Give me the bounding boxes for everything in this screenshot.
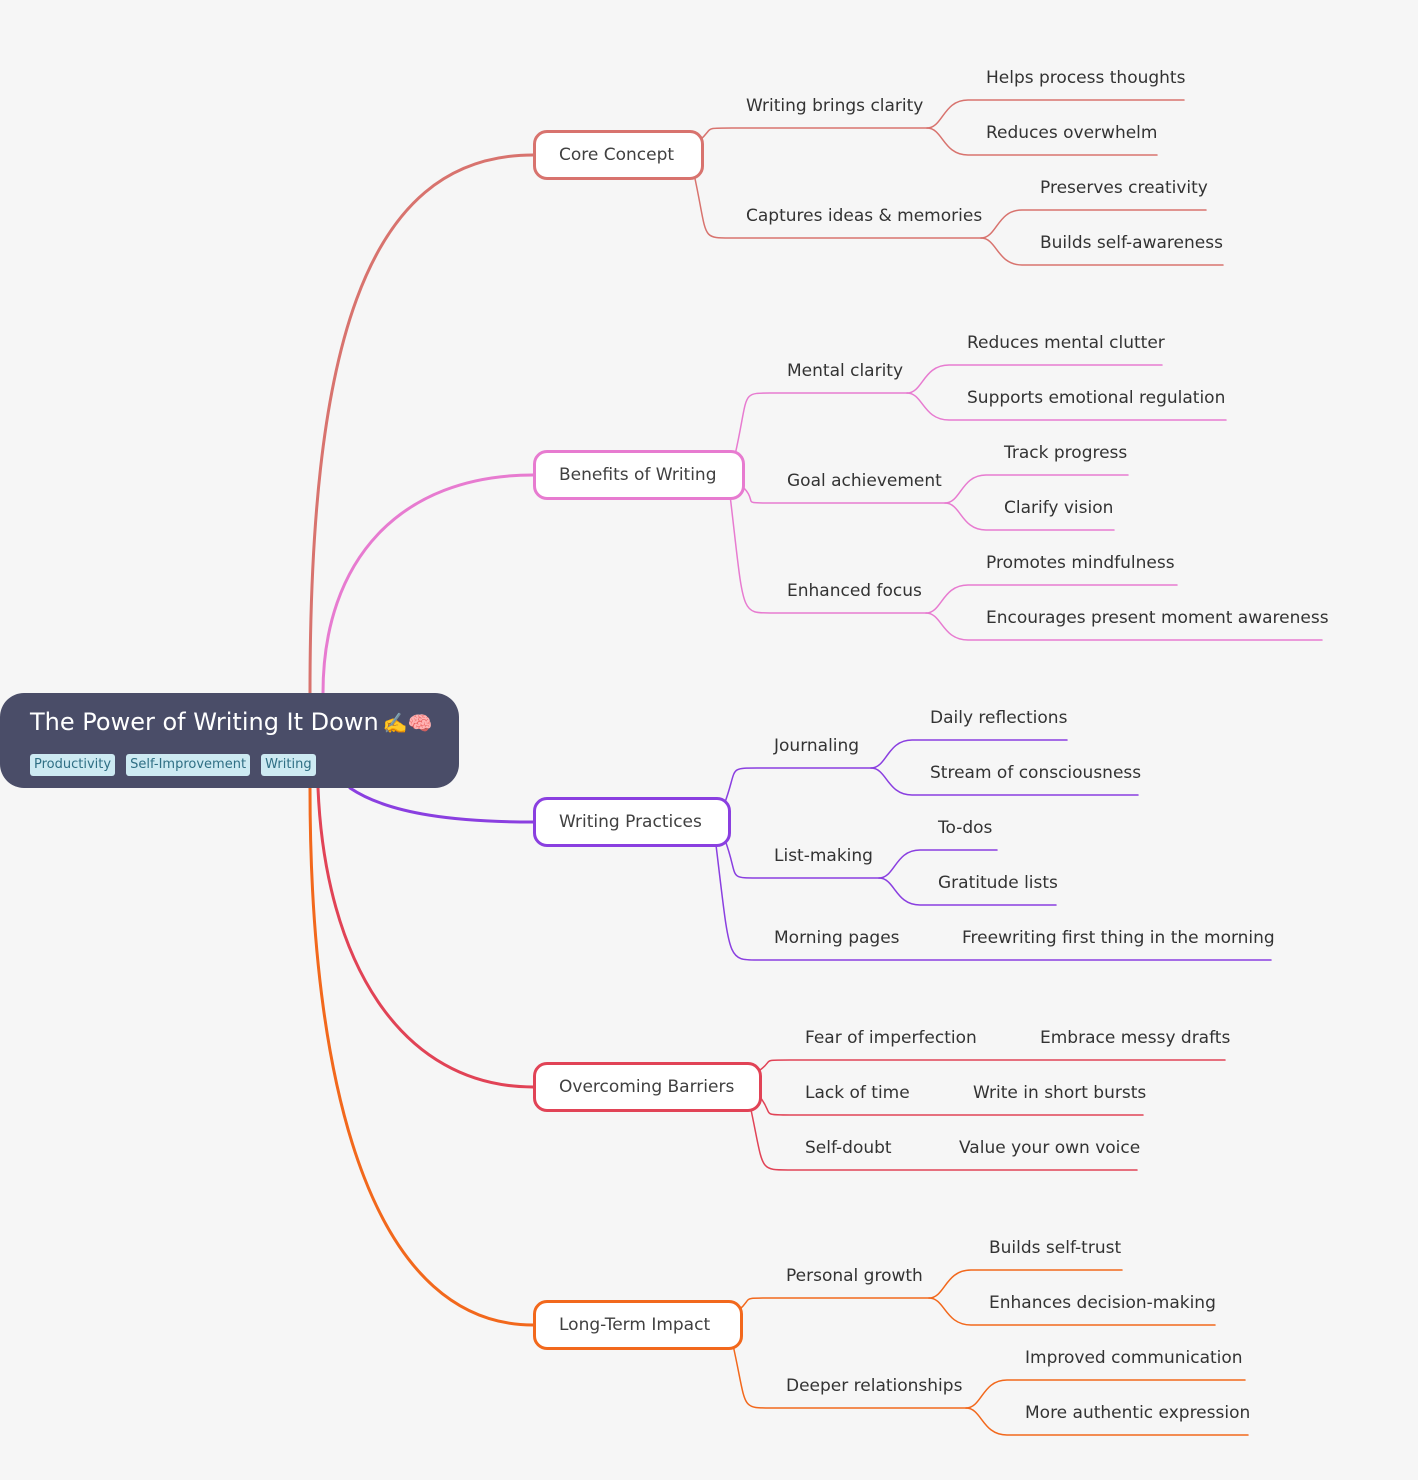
topic-captures-ideas-memories[interactable]: Captures ideas & memories bbox=[746, 206, 983, 226]
link-enhanced-focus bbox=[729, 494, 927, 614]
link-enhances-decision-making bbox=[928, 1297, 1216, 1326]
subtopic-clarify-vision[interactable]: Clarify vision bbox=[1004, 498, 1114, 518]
link-daily-reflections bbox=[870, 739, 1068, 769]
link-track-progress bbox=[944, 474, 1129, 504]
subtopic-improved-communication[interactable]: Improved communication bbox=[1025, 1348, 1243, 1368]
subtopic-gratitude-lists[interactable]: Gratitude lists bbox=[938, 873, 1058, 893]
link-lack-of-time bbox=[759, 1096, 1144, 1116]
link-reduces-mental-clutter bbox=[906, 364, 1163, 394]
link-writing-brings-clarity bbox=[699, 127, 928, 141]
branch-benefits-of-writing[interactable]: Benefits of Writing bbox=[533, 450, 745, 500]
topic-self-doubt[interactable]: Self-doubt bbox=[805, 1138, 892, 1158]
topic-personal-growth[interactable]: Personal growth bbox=[786, 1266, 923, 1286]
root-node[interactable]: The Power of Writing It Down✍️🧠 Producti… bbox=[0, 693, 459, 788]
subtopic-builds-self-trust[interactable]: Builds self-trust bbox=[989, 1238, 1122, 1258]
subtopic-embrace-messy-drafts[interactable]: Embrace messy drafts bbox=[1040, 1028, 1231, 1048]
link-clarify-vision bbox=[944, 502, 1115, 531]
topic-goal-achievement[interactable]: Goal achievement bbox=[787, 471, 942, 491]
topic-writing-brings-clarity[interactable]: Writing brings clarity bbox=[746, 96, 924, 116]
link-builds-self-trust bbox=[928, 1269, 1123, 1299]
tag-self-improvement[interactable]: Self-Improvement bbox=[126, 754, 251, 776]
subtopic-write-in-short-bursts[interactable]: Write in short bursts bbox=[973, 1083, 1147, 1103]
link-builds-self-awareness bbox=[980, 237, 1224, 266]
subtopic-stream-of-consciousness[interactable]: Stream of consciousness bbox=[930, 763, 1142, 783]
branch-core-concept[interactable]: Core Concept bbox=[533, 130, 704, 180]
link-mental-clarity bbox=[734, 392, 908, 456]
link-root-benefits bbox=[321, 473, 535, 695]
link-journaling bbox=[723, 767, 872, 806]
topic-mental-clarity[interactable]: Mental clarity bbox=[787, 361, 904, 381]
link-morning-pages bbox=[715, 844, 1272, 961]
branch-writing-practices[interactable]: Writing Practices bbox=[533, 797, 731, 847]
tag-writing[interactable]: Writing bbox=[261, 754, 316, 776]
topic-morning-pages[interactable]: Morning pages bbox=[774, 928, 900, 948]
writing-brain-emoji-icon: ✍️🧠 bbox=[382, 711, 433, 735]
link-encourages-present-moment bbox=[925, 612, 1323, 641]
link-root-impact bbox=[308, 786, 535, 1327]
topic-lack-of-time[interactable]: Lack of time bbox=[805, 1083, 910, 1103]
link-stream-of-consciousness bbox=[870, 767, 1139, 796]
root-title: The Power of Writing It Down✍️🧠 bbox=[30, 708, 433, 736]
link-supports-emotional-regulation bbox=[906, 392, 1227, 421]
topic-deeper-relationships[interactable]: Deeper relationships bbox=[786, 1376, 963, 1396]
subtopic-preserves-creativity[interactable]: Preserves creativity bbox=[1040, 178, 1208, 198]
link-more-authentic-expression bbox=[965, 1407, 1249, 1436]
subtopic-reduces-mental-clutter[interactable]: Reduces mental clutter bbox=[967, 333, 1165, 353]
subtopic-helps-process-thoughts[interactable]: Helps process thoughts bbox=[986, 68, 1186, 88]
link-root-practices bbox=[348, 786, 535, 824]
link-list-making bbox=[724, 839, 880, 879]
link-self-doubt bbox=[749, 1104, 1138, 1171]
topic-list-making[interactable]: List-making bbox=[774, 846, 873, 866]
link-to-dos bbox=[878, 849, 998, 879]
link-deeper-relationships bbox=[732, 1344, 967, 1409]
link-preserves-creativity bbox=[980, 209, 1207, 239]
link-root-core-concept bbox=[308, 153, 535, 695]
link-fear-of-imperfection bbox=[759, 1059, 1226, 1071]
topic-journaling[interactable]: Journaling bbox=[774, 736, 860, 756]
subtopic-builds-self-awareness[interactable]: Builds self-awareness bbox=[1040, 233, 1223, 253]
link-gratitude-lists bbox=[878, 877, 1057, 906]
link-helps-process-thoughts bbox=[926, 99, 1185, 129]
subtopic-promotes-mindfulness[interactable]: Promotes mindfulness bbox=[986, 553, 1175, 573]
subtopic-supports-emotional-regulation[interactable]: Supports emotional regulation bbox=[967, 388, 1226, 408]
link-captures-ideas bbox=[693, 173, 982, 239]
subtopic-track-progress[interactable]: Track progress bbox=[1004, 443, 1128, 463]
link-personal-growth bbox=[738, 1297, 930, 1311]
tag-list: Productivity Self-Improvement Writing bbox=[30, 753, 459, 776]
subtopic-enhances-decision-making[interactable]: Enhances decision-making bbox=[989, 1293, 1216, 1313]
topic-fear-of-imperfection[interactable]: Fear of imperfection bbox=[805, 1028, 977, 1048]
link-root-barriers bbox=[316, 786, 535, 1089]
subtopic-more-authentic-expression[interactable]: More authentic expression bbox=[1025, 1403, 1251, 1423]
subtopic-to-dos[interactable]: To-dos bbox=[938, 818, 993, 838]
tag-productivity[interactable]: Productivity bbox=[30, 754, 116, 776]
link-promotes-mindfulness bbox=[925, 584, 1178, 614]
subtopic-reduces-overwhelm[interactable]: Reduces overwhelm bbox=[986, 123, 1158, 143]
link-reduces-overwhelm bbox=[926, 127, 1158, 156]
subtopic-encourages-present-moment-awareness[interactable]: Encourages present moment awareness bbox=[986, 608, 1329, 628]
branch-overcoming-barriers[interactable]: Overcoming Barriers bbox=[533, 1062, 762, 1112]
subtopic-value-your-own-voice[interactable]: Value your own voice bbox=[959, 1138, 1141, 1158]
link-goal-achievement bbox=[743, 487, 946, 504]
topic-enhanced-focus[interactable]: Enhanced focus bbox=[787, 581, 922, 601]
subtopic-freewriting-first-thing[interactable]: Freewriting first thing in the morning bbox=[962, 928, 1275, 948]
link-improved-communication bbox=[965, 1379, 1246, 1409]
branch-long-term-impact[interactable]: Long-Term Impact bbox=[533, 1300, 743, 1350]
subtopic-daily-reflections[interactable]: Daily reflections bbox=[930, 708, 1068, 728]
